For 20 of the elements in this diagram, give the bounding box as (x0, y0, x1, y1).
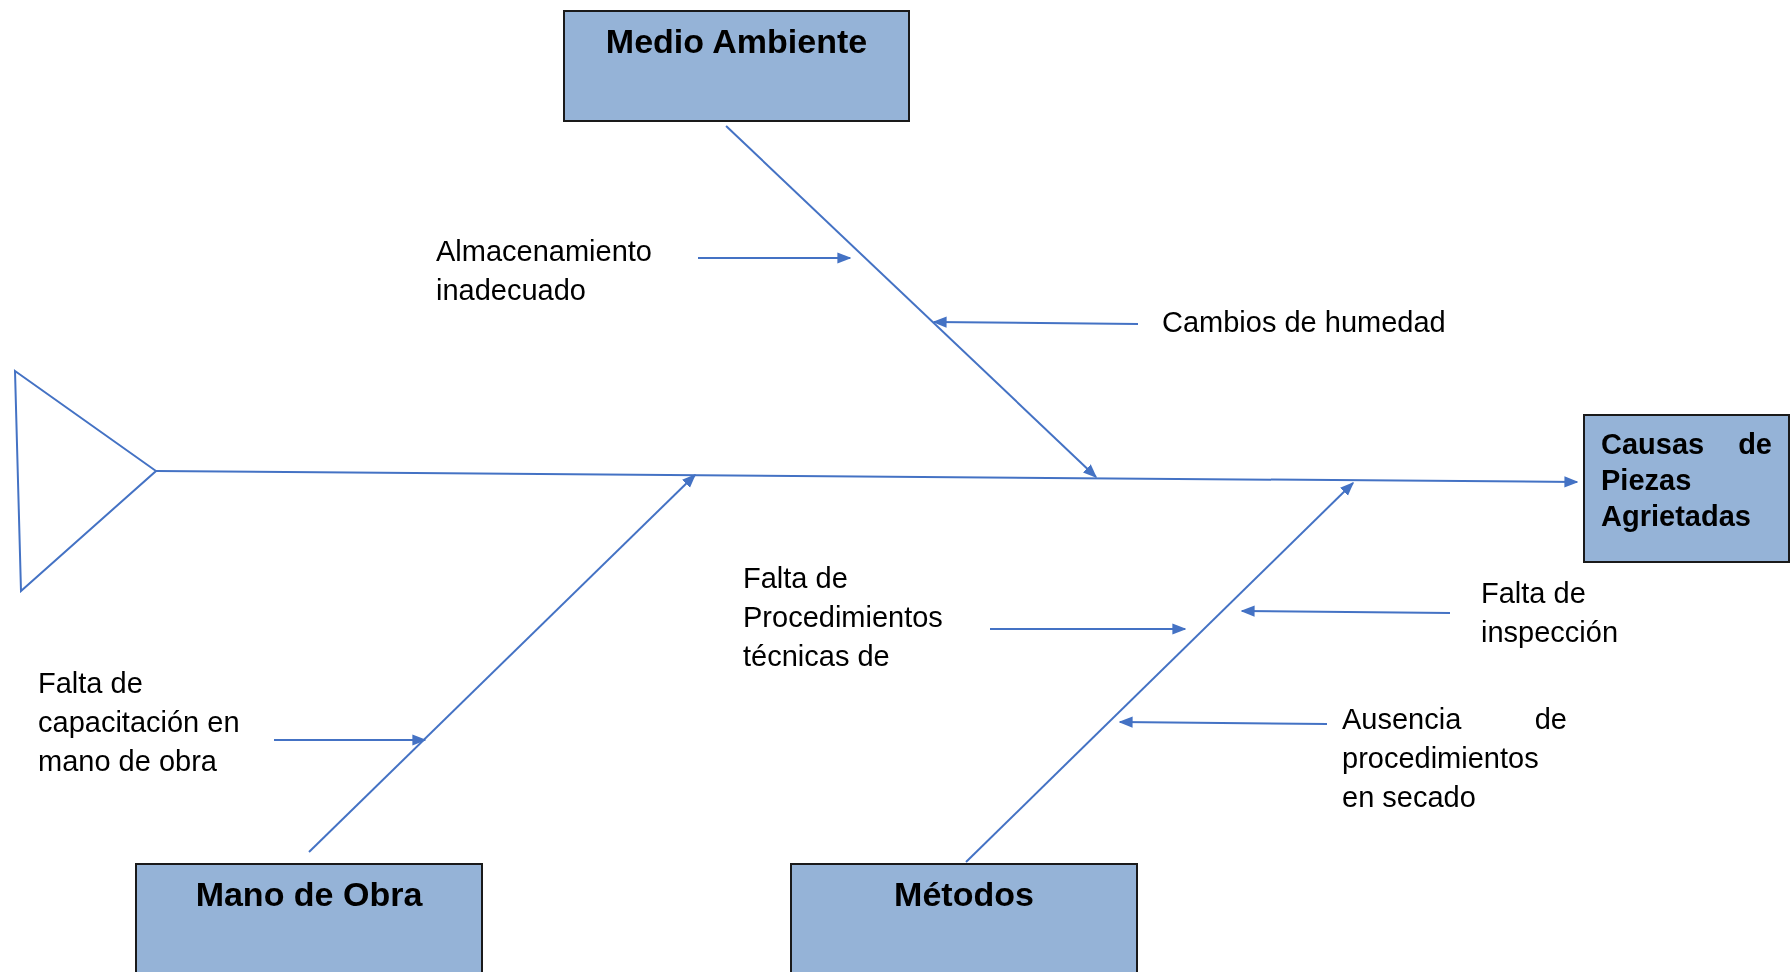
cause-text: Falta de inspección (1481, 574, 1681, 652)
spine-arrow (155, 470, 1579, 488)
cause-text: Ausencia de procedimientos en secado (1342, 700, 1567, 817)
cause-text: Falta de Procedimientos técnicas de (743, 559, 983, 676)
arrow (989, 623, 1187, 635)
cause-text: Falta de capacitación en mano de obra (38, 664, 270, 781)
arrow (1240, 605, 1451, 617)
arrow (1118, 716, 1328, 728)
cause-text: Cambios de humedad (1162, 303, 1522, 342)
arrow (965, 482, 1354, 863)
effect-box: Causas de Piezas Agrietadas (1583, 414, 1790, 563)
category-box: Mano de Obra (135, 863, 483, 972)
arrow (932, 316, 1139, 328)
arrow (308, 474, 696, 853)
arrow (273, 734, 427, 746)
cause-text: Almacenamiento inadecuado (436, 232, 696, 310)
category-box: Medio Ambiente (563, 10, 910, 122)
arrow (725, 125, 1097, 478)
arrow (697, 252, 852, 264)
category-box: Métodos (790, 863, 1138, 972)
